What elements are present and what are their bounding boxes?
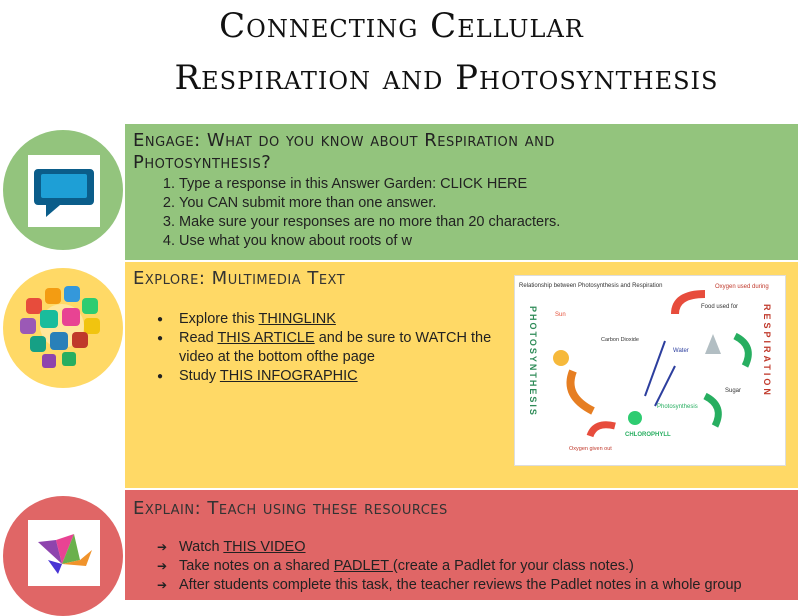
list-item: You CAN submit more than one answer. bbox=[179, 194, 560, 213]
orange-arrow bbox=[566, 369, 595, 415]
red-arrow-bottom bbox=[586, 421, 616, 438]
animal-icon bbox=[705, 334, 721, 354]
list-item: Study THIS INFOGRAPHIC bbox=[157, 367, 529, 386]
red-arrow-top bbox=[671, 290, 706, 315]
speech-bubble-icon bbox=[34, 169, 94, 217]
list-item: Take notes on a shared PADLET (create a … bbox=[157, 557, 803, 576]
photosynthesis-label: Photosynthesis bbox=[657, 404, 698, 410]
oxygen-given-label: Oxygen given out bbox=[569, 446, 612, 452]
blue-arrow bbox=[644, 340, 666, 397]
engage-list: Type a response in this Answer Garden: C… bbox=[157, 175, 560, 251]
page-title-line2: Respiration and Photosynthesis bbox=[174, 58, 719, 98]
apps-cluster-icon bbox=[20, 286, 100, 368]
oxygen-used-label: Oxygen used during bbox=[715, 284, 769, 290]
engage-heading: Engage: What do you know about Respirati… bbox=[133, 130, 555, 174]
explain-list: Watch THIS VIDEO Take notes on a shared … bbox=[157, 538, 803, 595]
water-label: Water bbox=[673, 348, 689, 354]
engage-heading-line2: Photosynthesis? bbox=[133, 152, 272, 173]
blue-arrow-2 bbox=[654, 365, 676, 407]
plant-icon bbox=[628, 411, 642, 425]
chlorophyll-label: CHLOROPHYLL bbox=[625, 432, 671, 438]
infographic-diagram: Relationship between Photosynthesis and … bbox=[519, 283, 772, 452]
explain-heading: Explain: Teach using these resources bbox=[133, 498, 448, 519]
explore-heading: Explore: Multimedia Text bbox=[133, 268, 346, 289]
respiration-vertical-label: RESPIRATION bbox=[762, 304, 772, 398]
engage-section: Engage: What do you know about Respirati… bbox=[125, 124, 798, 260]
explore-list: Explore this THINGLINK Read THIS ARTICLE… bbox=[157, 310, 529, 386]
padlet-link[interactable]: PADLET bbox=[333, 558, 393, 574]
carbon-dioxide-label: Carbon Dioxide bbox=[601, 337, 639, 343]
photosynthesis-vertical-label: PHOTOSYNTHESIS bbox=[528, 306, 538, 417]
engage-heading-line1: Engage: What do you know about Respirati… bbox=[133, 130, 555, 151]
video-link[interactable]: THIS VIDEO bbox=[223, 539, 306, 555]
list-item: Watch THIS VIDEO bbox=[157, 538, 803, 557]
list-item: Explore this THINGLINK bbox=[157, 310, 529, 329]
list-item: Make sure your responses are no more tha… bbox=[179, 213, 560, 232]
infographic-title: Relationship between Photosynthesis and … bbox=[519, 283, 662, 289]
origami-crane-icon bbox=[38, 534, 92, 574]
green-arrow-bottom bbox=[703, 392, 722, 428]
engage-icon-tile bbox=[28, 155, 100, 227]
photosynthesis-respiration-infographic[interactable]: Relationship between Photosynthesis and … bbox=[514, 275, 786, 466]
explain-icon-tile bbox=[28, 520, 100, 586]
list-item: Read THIS ARTICLE and be sure to WATCH t… bbox=[157, 329, 529, 367]
article-link[interactable]: THIS ARTICLE bbox=[217, 330, 315, 346]
green-arrow-right bbox=[733, 332, 752, 368]
explain-section: Explain: Teach using these resources Wat… bbox=[125, 490, 798, 600]
sun-icon bbox=[553, 350, 569, 366]
food-label: Food used for bbox=[701, 304, 738, 310]
list-item: Use what you know about roots of w bbox=[179, 232, 560, 251]
infographic-link[interactable]: THIS INFOGRAPHIC bbox=[219, 368, 358, 384]
page-title-line1: Connecting Cellular bbox=[219, 6, 584, 46]
thinglink-link[interactable]: THINGLINK bbox=[258, 311, 336, 327]
list-item[interactable]: Type a response in this Answer Garden: C… bbox=[179, 175, 560, 194]
sun-label: Sun bbox=[555, 312, 566, 318]
sugar-label: Sugar bbox=[725, 388, 741, 394]
